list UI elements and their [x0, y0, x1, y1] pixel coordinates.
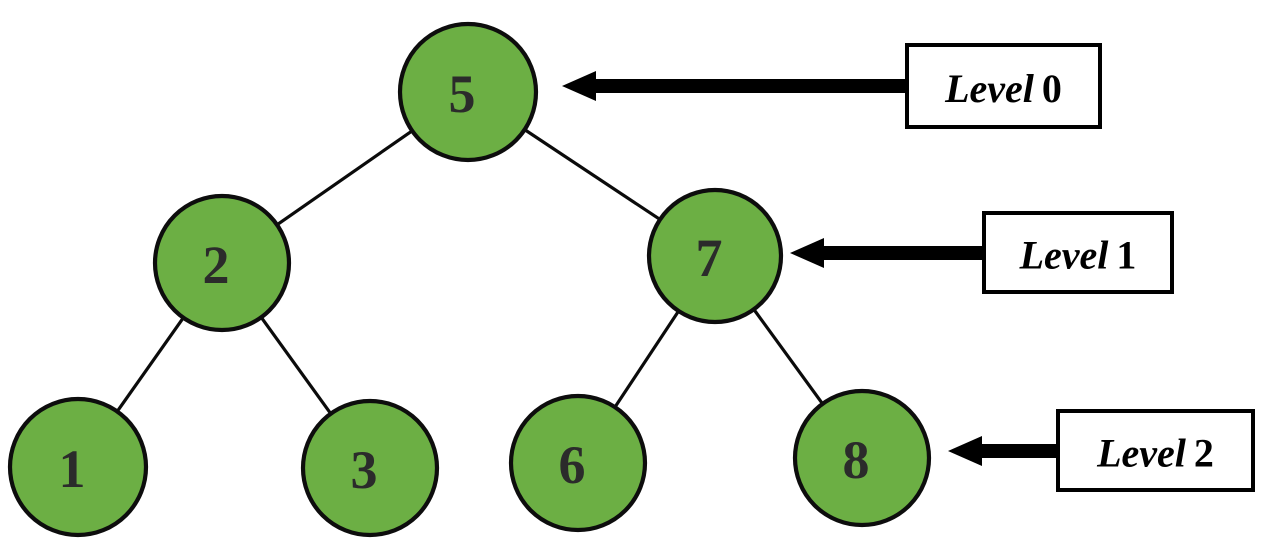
node-circle-6[interactable]	[508, 393, 648, 533]
tree-edge-n2-n3	[258, 314, 334, 417]
tree-node-1[interactable]: 1	[7, 396, 149, 538]
tree-node-8[interactable]: 8	[792, 388, 932, 528]
callout-arrow-head-1	[790, 238, 824, 268]
level-label-word-1: Level	[1019, 232, 1110, 277]
level-label-number-1: 1	[1116, 232, 1136, 277]
tree-node-3[interactable]: 3	[300, 398, 440, 538]
callout-arrow-shaft-1	[824, 246, 984, 260]
node-value-5: 5	[449, 64, 476, 124]
tree-edge-n5-n2	[274, 128, 415, 228]
node-circle-7[interactable]	[646, 187, 784, 325]
level-label-number-0: 0	[1042, 66, 1062, 111]
tree-edge-n5-n7	[522, 127, 663, 222]
level-label-box-1[interactable]	[982, 211, 1174, 294]
tree-node-7[interactable]: 7	[646, 187, 784, 325]
node-value-3: 3	[351, 440, 378, 500]
tree-node-layer: 5 2 7 1 3 6 8	[7, 21, 932, 538]
node-value-1: 1	[59, 439, 86, 499]
callout-arrow-shaft-0	[596, 79, 907, 93]
callout-arrow-shaft-2	[982, 444, 1058, 458]
level-label-box-2[interactable]	[1056, 409, 1255, 492]
tree-edge-layer	[114, 127, 826, 417]
node-value-7: 7	[696, 228, 723, 288]
tree-node-6[interactable]: 6	[508, 393, 648, 533]
node-circle-3[interactable]	[300, 398, 440, 538]
tree-node-5[interactable]: 5	[397, 21, 539, 163]
tree-edge-n2-n1	[114, 315, 186, 415]
level-label-number-2: 2	[1194, 430, 1214, 475]
callout-arrow-head-2	[948, 436, 982, 466]
level-label-box-0[interactable]	[905, 43, 1102, 129]
node-value-8: 8	[843, 430, 870, 490]
node-circle-5[interactable]	[397, 21, 539, 163]
node-value-6: 6	[559, 435, 586, 495]
node-circle-2[interactable]	[152, 193, 292, 333]
node-value-2: 2	[203, 235, 230, 295]
tree-node-2[interactable]: 2	[152, 193, 292, 333]
callout-arrow-head-0	[562, 71, 596, 101]
level-label-word-2: Level	[1096, 430, 1187, 475]
tree-edge-n7-n6	[612, 308, 682, 410]
tree-edge-n7-n8	[751, 306, 826, 407]
node-circle-8[interactable]	[792, 388, 932, 528]
level-label-word-0: Level	[944, 66, 1035, 111]
node-circle-1[interactable]	[7, 396, 149, 538]
